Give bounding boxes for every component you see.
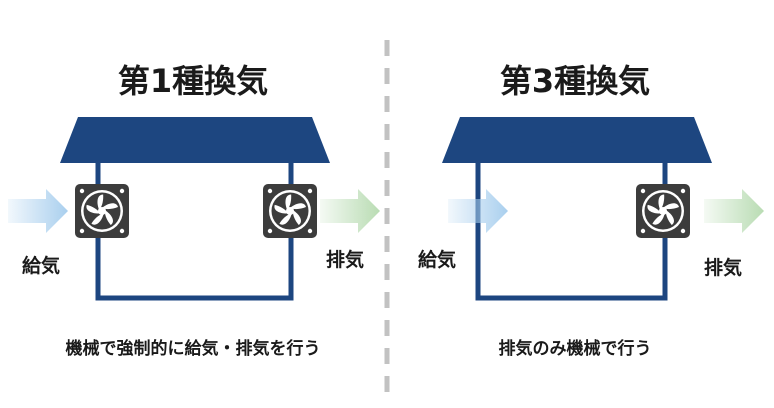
panel-caption: 機械で強制的に給気・排気を行う bbox=[66, 338, 321, 359]
intake-arrow-icon bbox=[8, 189, 68, 233]
house-roof bbox=[60, 117, 330, 163]
panel-title: 第3種換気 bbox=[500, 62, 650, 100]
intake-fan-icon bbox=[75, 184, 129, 238]
panel-type3: 第3種換気 給気 排気 排気のみ機械で行う bbox=[418, 62, 764, 359]
exhaust-fan-icon bbox=[636, 184, 690, 238]
exhaust-label: 排気 bbox=[326, 248, 364, 271]
intake-label: 給気 bbox=[418, 248, 456, 271]
panel-caption: 排気のみ機械で行う bbox=[499, 338, 652, 359]
panel-title: 第1種換気 bbox=[118, 62, 268, 100]
exhaust-arrow-icon bbox=[320, 189, 380, 233]
panel-type1: 第1種換気 給気 排気 機械で強制的に給気・排気を行う bbox=[8, 62, 380, 359]
exhaust-label: 排気 bbox=[704, 256, 742, 279]
house-roof bbox=[442, 117, 712, 163]
exhaust-fan-icon bbox=[263, 184, 317, 238]
exhaust-arrow-icon bbox=[704, 189, 764, 233]
intake-label: 給気 bbox=[22, 254, 60, 277]
